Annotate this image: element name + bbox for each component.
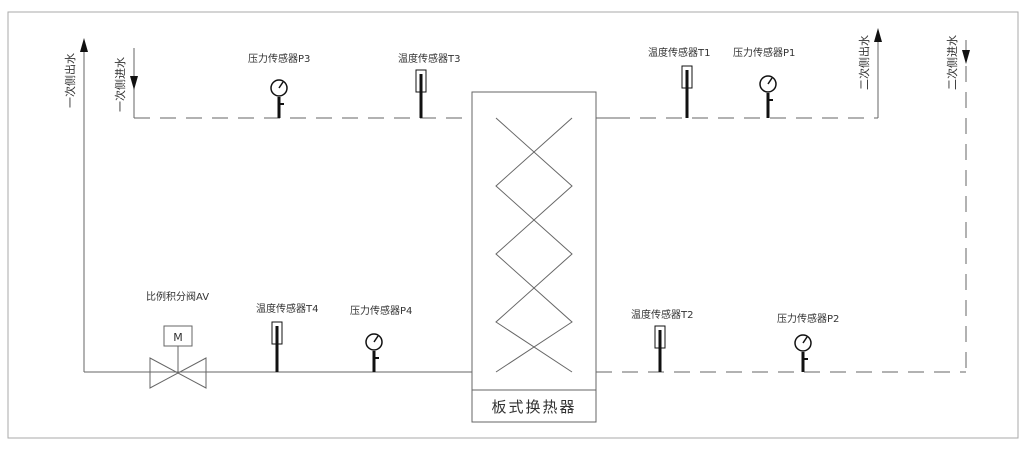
temperature-sensor-t2: 温度传感器T2: [631, 308, 693, 372]
sensor-label: 温度传感器T4: [256, 302, 318, 315]
valve-motor-letter: M: [173, 331, 183, 344]
primary-inlet-arrow: [130, 76, 138, 90]
plate-heat-exchanger: [471, 91, 597, 423]
primary-outlet-arrow: [80, 38, 88, 52]
secondary-inlet-label: 二次侧进水: [945, 35, 959, 90]
sensor-label: 压力传感器P1: [733, 46, 795, 59]
gauge-needle: [373, 335, 379, 343]
sensor-label: 温度传感器T1: [648, 46, 710, 59]
sensor-label: 温度传感器T3: [398, 52, 460, 65]
sensor-label: 压力传感器P2: [777, 312, 839, 325]
temperature-sensor-t3: 温度传感器T3: [398, 52, 460, 118]
valve-body: [149, 357, 207, 389]
gauge-needle: [767, 77, 773, 85]
sensor-label: 压力传感器P4: [350, 304, 412, 317]
pressure-sensor-p2: 压力传感器P2: [777, 312, 839, 372]
valve-label: 比例积分阀AV: [146, 290, 209, 303]
exchanger-channel-b: [495, 117, 573, 373]
drawing-frame: [7, 11, 1019, 439]
secondary-inlet-arrow: [962, 50, 970, 64]
exchanger-channel-a: [495, 117, 573, 373]
pressure-sensor-p4: 压力传感器P4: [350, 304, 412, 372]
gauge-needle: [278, 81, 284, 89]
temperature-sensor-t4: 温度传感器T4: [256, 302, 318, 372]
sensor-label: 温度传感器T2: [631, 308, 693, 321]
primary-outlet-label: 一次侧出水: [63, 53, 77, 108]
gauge-needle: [802, 336, 808, 344]
sensor-label: 压力传感器P3: [248, 52, 310, 65]
secondary-outlet-label: 二次侧出水: [857, 35, 871, 90]
pressure-sensor-p3: 压力传感器P3: [248, 52, 310, 118]
temperature-sensor-t1: 温度传感器T1: [648, 46, 710, 118]
exchanger-label: 板式换热器: [491, 398, 576, 416]
secondary-outlet-arrow: [874, 28, 882, 42]
primary-inlet-label: 一次侧进水: [113, 57, 127, 112]
pressure-sensor-p1: 压力传感器P1: [733, 46, 795, 118]
